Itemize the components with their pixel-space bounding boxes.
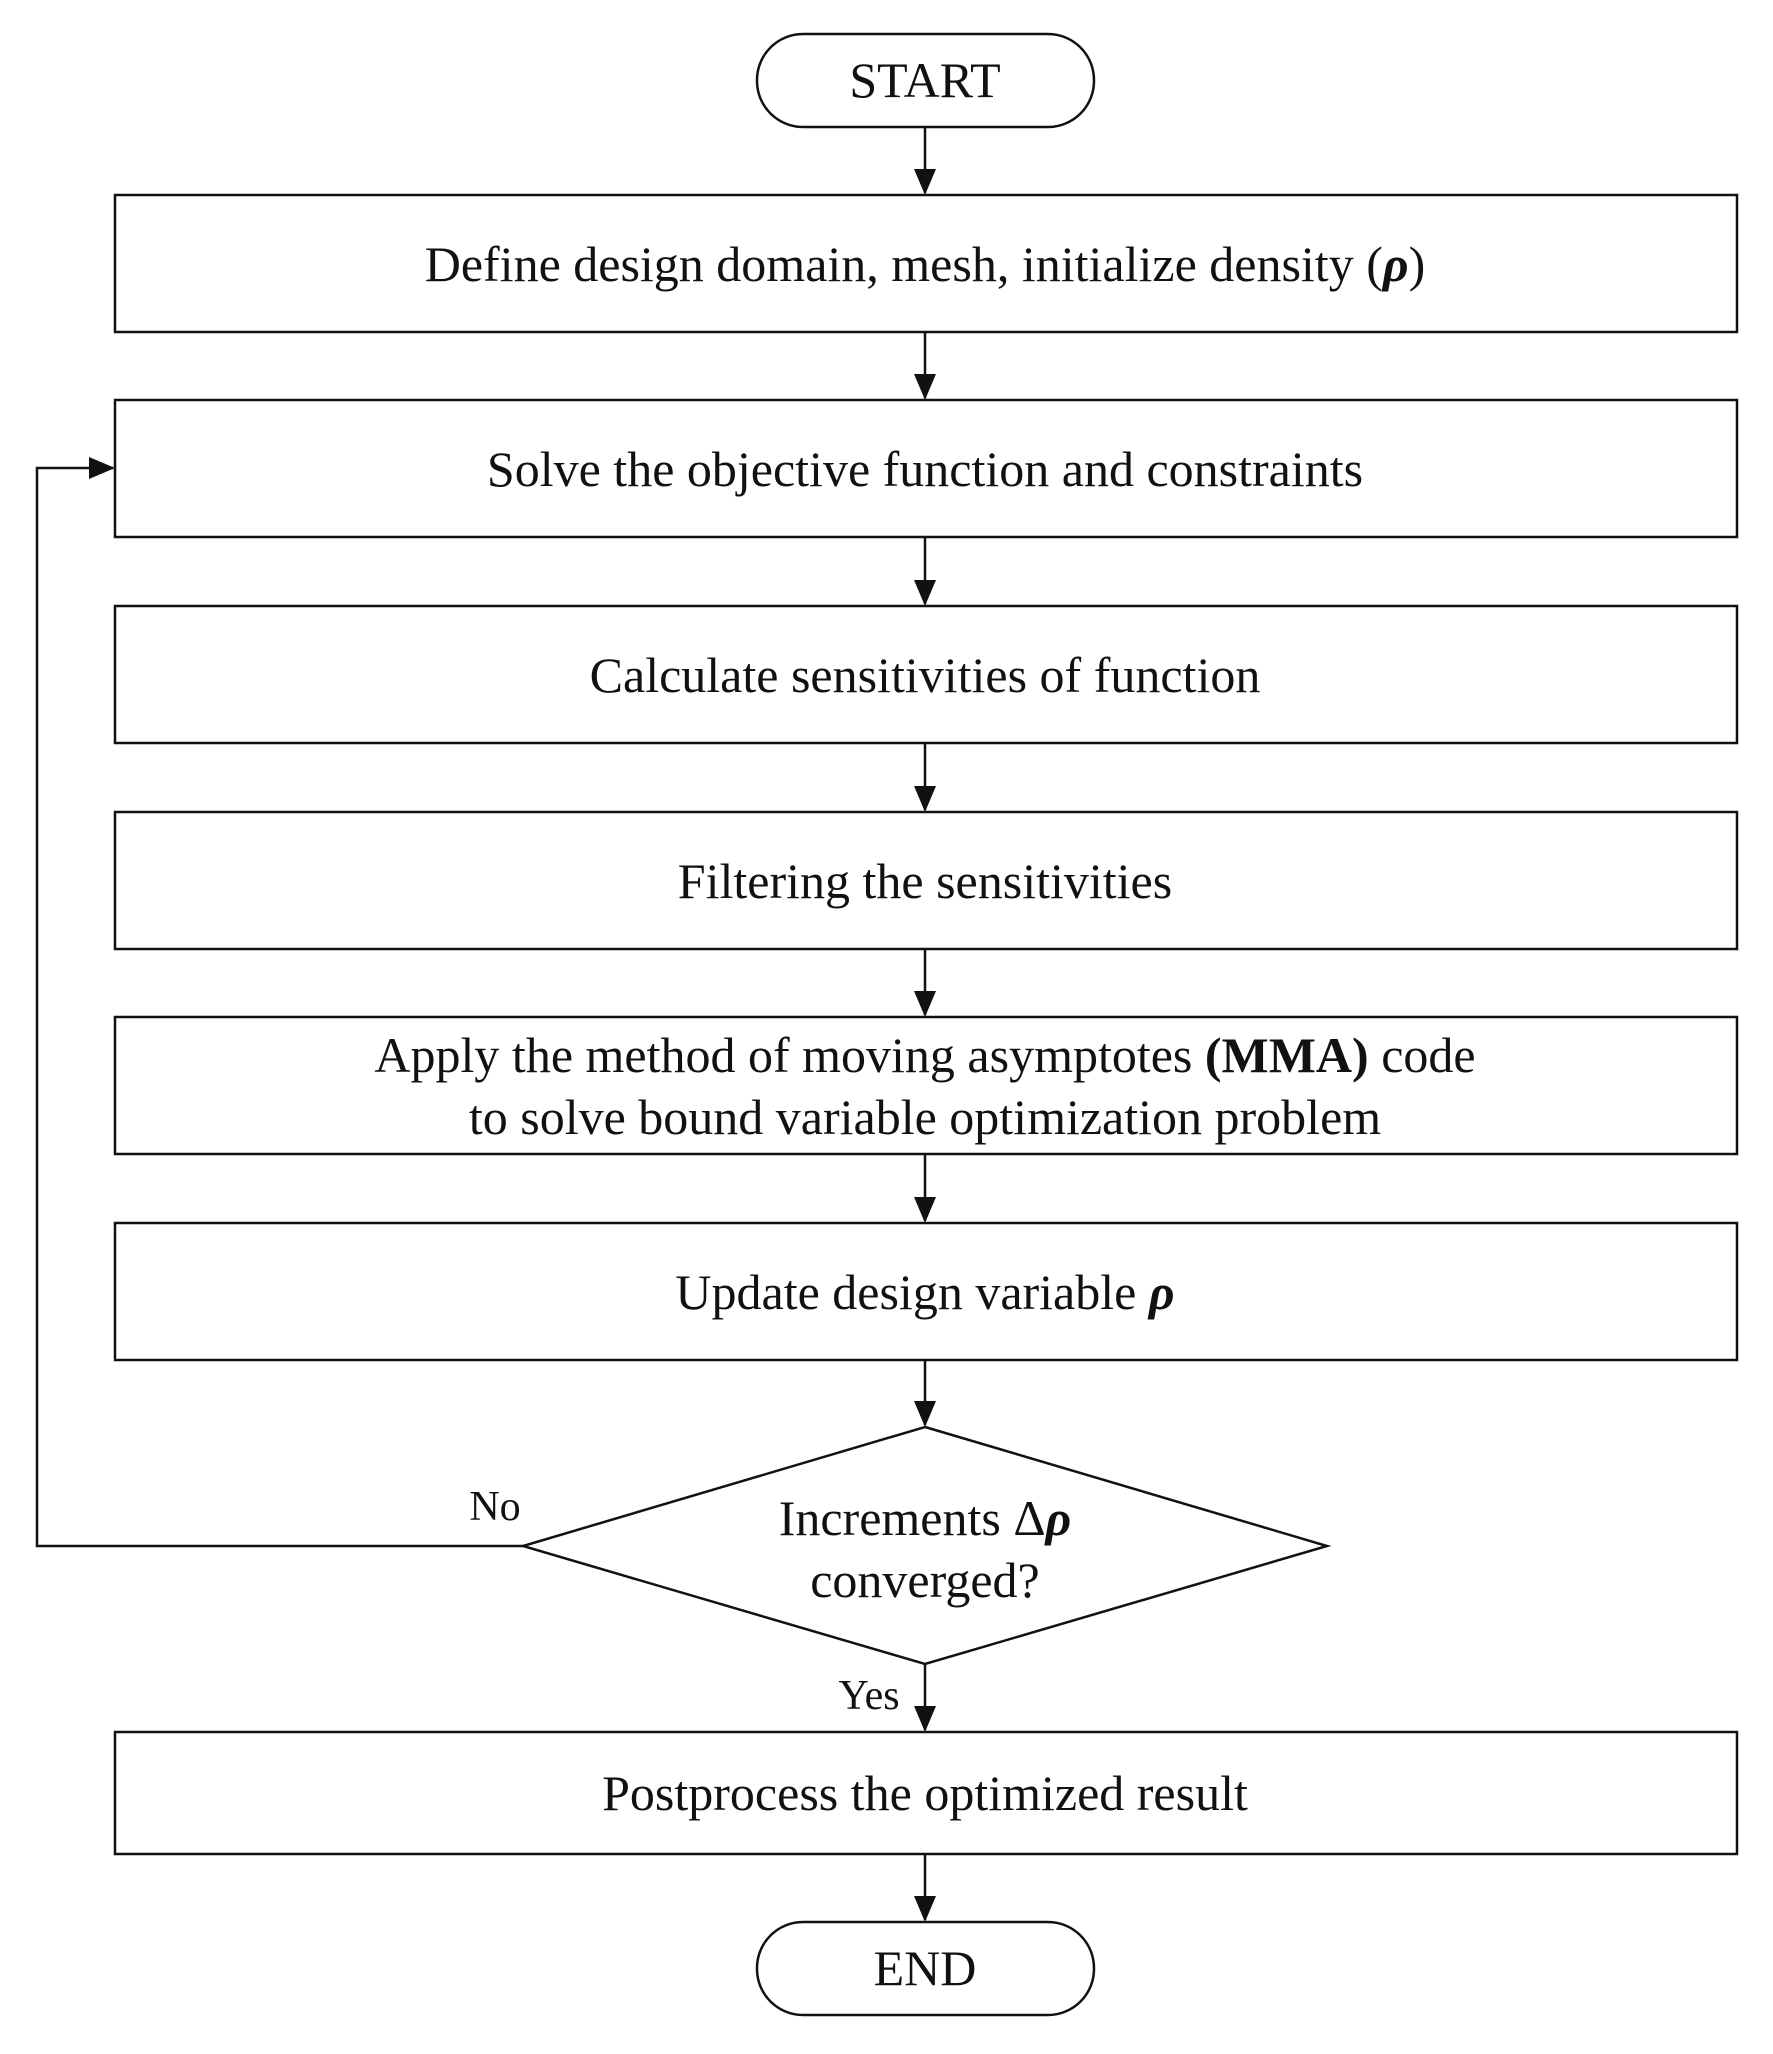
- step-update-label: Update design variable ρ: [675, 1264, 1174, 1320]
- step-postprocess-label: Postprocess the optimized result: [602, 1765, 1248, 1821]
- start-terminal: START: [755, 32, 1096, 129]
- start-label: START: [849, 52, 1000, 108]
- step-filtering: Filtering the sensitivities: [113, 810, 1739, 951]
- step-mma-line2: to solve bound variable optimization pro…: [469, 1089, 1381, 1145]
- yes-label: Yes: [838, 1673, 899, 1719]
- step-solve: Solve the objective function and constra…: [113, 398, 1739, 539]
- step-update: Update design variable ρ: [113, 1221, 1739, 1362]
- arrow-no-loop-to-solve: [35, 457, 523, 1548]
- step-postprocess: Postprocess the optimized result: [113, 1730, 1739, 1856]
- step-solve-label: Solve the objective function and constra…: [487, 441, 1363, 497]
- step-mma: Apply the method of moving asymptotes (M…: [113, 1015, 1739, 1156]
- decision-line2: converged?: [810, 1552, 1040, 1608]
- decision-line1: Increments Δρ: [779, 1490, 1072, 1546]
- step-sensitivities: Calculate sensitivities of function: [113, 604, 1739, 745]
- decision-converged: Increments Δρ converged?: [518, 1425, 1332, 1666]
- end-label: END: [874, 1940, 977, 1996]
- step-filtering-label: Filtering the sensitivities: [678, 853, 1172, 909]
- step-define: Define design domain, mesh, initialize d…: [113, 193, 1739, 334]
- step-sensitivities-label: Calculate sensitivities of function: [590, 647, 1261, 703]
- step-mma-line1: Apply the method of moving asymptotes (M…: [374, 1027, 1475, 1083]
- no-label: No: [469, 1484, 520, 1530]
- step-define-label: Define design domain, mesh, initialize d…: [425, 236, 1426, 292]
- end-terminal: END: [755, 1920, 1096, 2017]
